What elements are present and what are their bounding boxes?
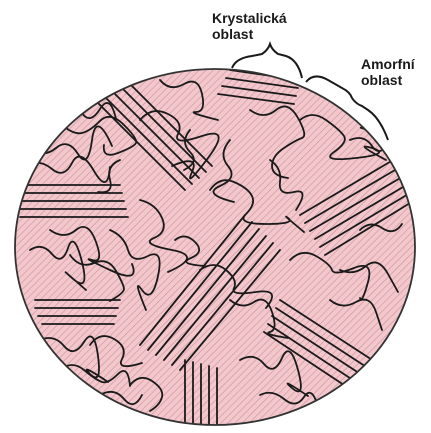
hatch-fill [15,69,415,425]
amorphous-label-line-1: Amorfní [361,56,415,72]
amorphous-label-line-2: oblast [361,72,415,88]
crystalline-label-line-2: oblast [212,26,287,42]
amorphous-region-label: Amorfní oblast [361,56,415,88]
crystalline-label-line-1: Krystalická [212,10,287,26]
crystalline-region-label: Krystalická oblast [212,10,287,42]
